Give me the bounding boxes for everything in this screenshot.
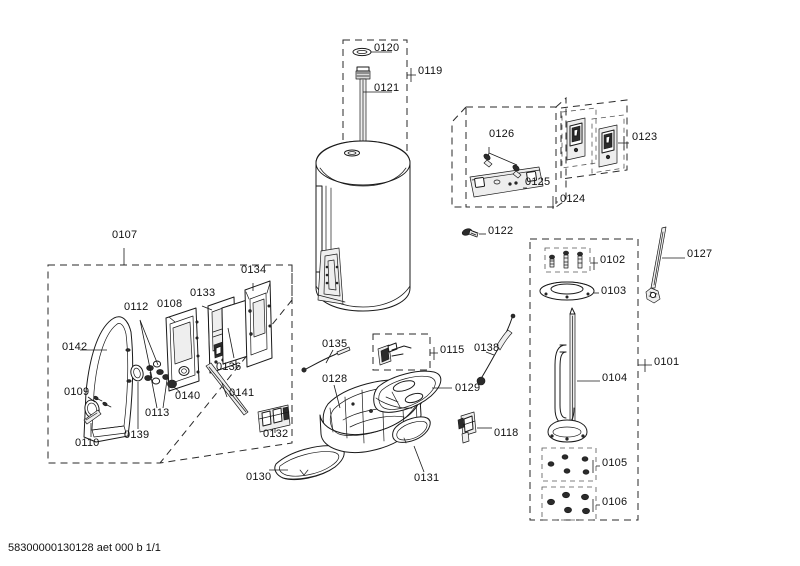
part-label-0130: 0130 [246,471,272,483]
part-label-0118: 0118 [494,427,519,439]
group-box-heater [529,238,639,521]
part-fasteners-a [547,454,590,475]
part-label-0134: 0134 [241,264,267,276]
group-box-fasteners-a [541,447,597,482]
part-label-0110: 0110 [75,437,100,449]
part-label-0115: 0115 [440,344,465,356]
part-insulating-plate [221,299,249,365]
part-side-cover [274,445,345,481]
part-label-0106: 0106 [602,496,628,508]
part-clip-strip [83,409,102,425]
part-label-0107: 0107 [112,229,138,241]
document-footer: 58300000130128 aet 000 b 1/1 [8,542,161,554]
part-label-0123: 0123 [632,131,658,143]
group-box-anode [342,39,408,159]
group-box-brackets [560,99,628,180]
part-sensor-cable [476,313,516,386]
part-front-cover [83,316,134,443]
part-flange-bolts [549,250,583,269]
part-frame-bezel [244,280,273,368]
part-safety-switch [377,342,412,366]
part-label-0101: 0101 [654,356,680,368]
part-label-0122: 0122 [488,225,514,237]
part-knob [167,379,177,389]
group-box-bolts [544,247,591,273]
leader-lines [80,51,685,512]
part-mounting-plate [469,166,544,198]
part-label-0132: 0132 [263,428,289,440]
part-connector-plug [457,411,477,444]
part-gasket-ring [130,364,144,382]
part-label-0121: 0121 [374,82,400,94]
part-label-0126: 0126 [489,128,515,140]
part-label-0139: 0139 [124,429,150,441]
part-anode-washer [352,47,372,57]
part-small-screws [93,395,112,408]
part-label-0136: 0136 [216,361,242,373]
part-rod [205,362,249,416]
part-label-0120: 0120 [374,42,400,54]
part-label-0131: 0131 [414,472,440,484]
part-label-0112: 0112 [124,301,149,313]
part-label-0109: 0109 [64,386,90,398]
part-immersion-probe [645,226,667,304]
part-label-0113: 0113 [145,407,170,419]
part-label-0102: 0102 [600,254,626,266]
part-label-0135: 0135 [322,338,348,350]
part-wire [301,346,351,373]
part-water-tank [315,140,411,312]
part-label-0133: 0133 [190,287,216,299]
part-label-0142: 0142 [62,341,88,353]
part-label-0138: 0138 [474,342,500,354]
part-terminal-block [257,404,291,433]
part-fasteners-b [547,491,590,515]
part-label-0119: 0119 [418,65,443,77]
part-label-0125: 0125 [525,176,551,188]
part-label-0128: 0128 [322,373,348,385]
part-label-0124: 0124 [560,193,586,205]
part-seals-upper [146,360,164,375]
group-box-control-unit [47,264,293,464]
group-box-mounting [451,96,567,208]
group-box-switch [372,333,431,371]
part-label-0140: 0140 [175,390,201,402]
part-heating-element [547,307,588,443]
part-small-cover [392,416,431,444]
part-label-0105: 0105 [602,457,628,469]
part-label-0104: 0104 [602,372,628,384]
part-label-0103: 0103 [601,285,627,297]
part-wall-brackets [566,117,618,168]
part-flange-gasket [539,281,595,301]
part-label-0108: 0108 [157,298,183,310]
part-label-0129: 0129 [455,382,481,394]
part-display-panel [165,307,200,392]
part-label-0127: 0127 [687,248,713,260]
part-housing-lid [373,370,442,413]
part-screw-0122 [461,228,479,238]
group-box-fasteners-b [541,486,597,521]
part-label-0141: 0141 [229,387,255,399]
